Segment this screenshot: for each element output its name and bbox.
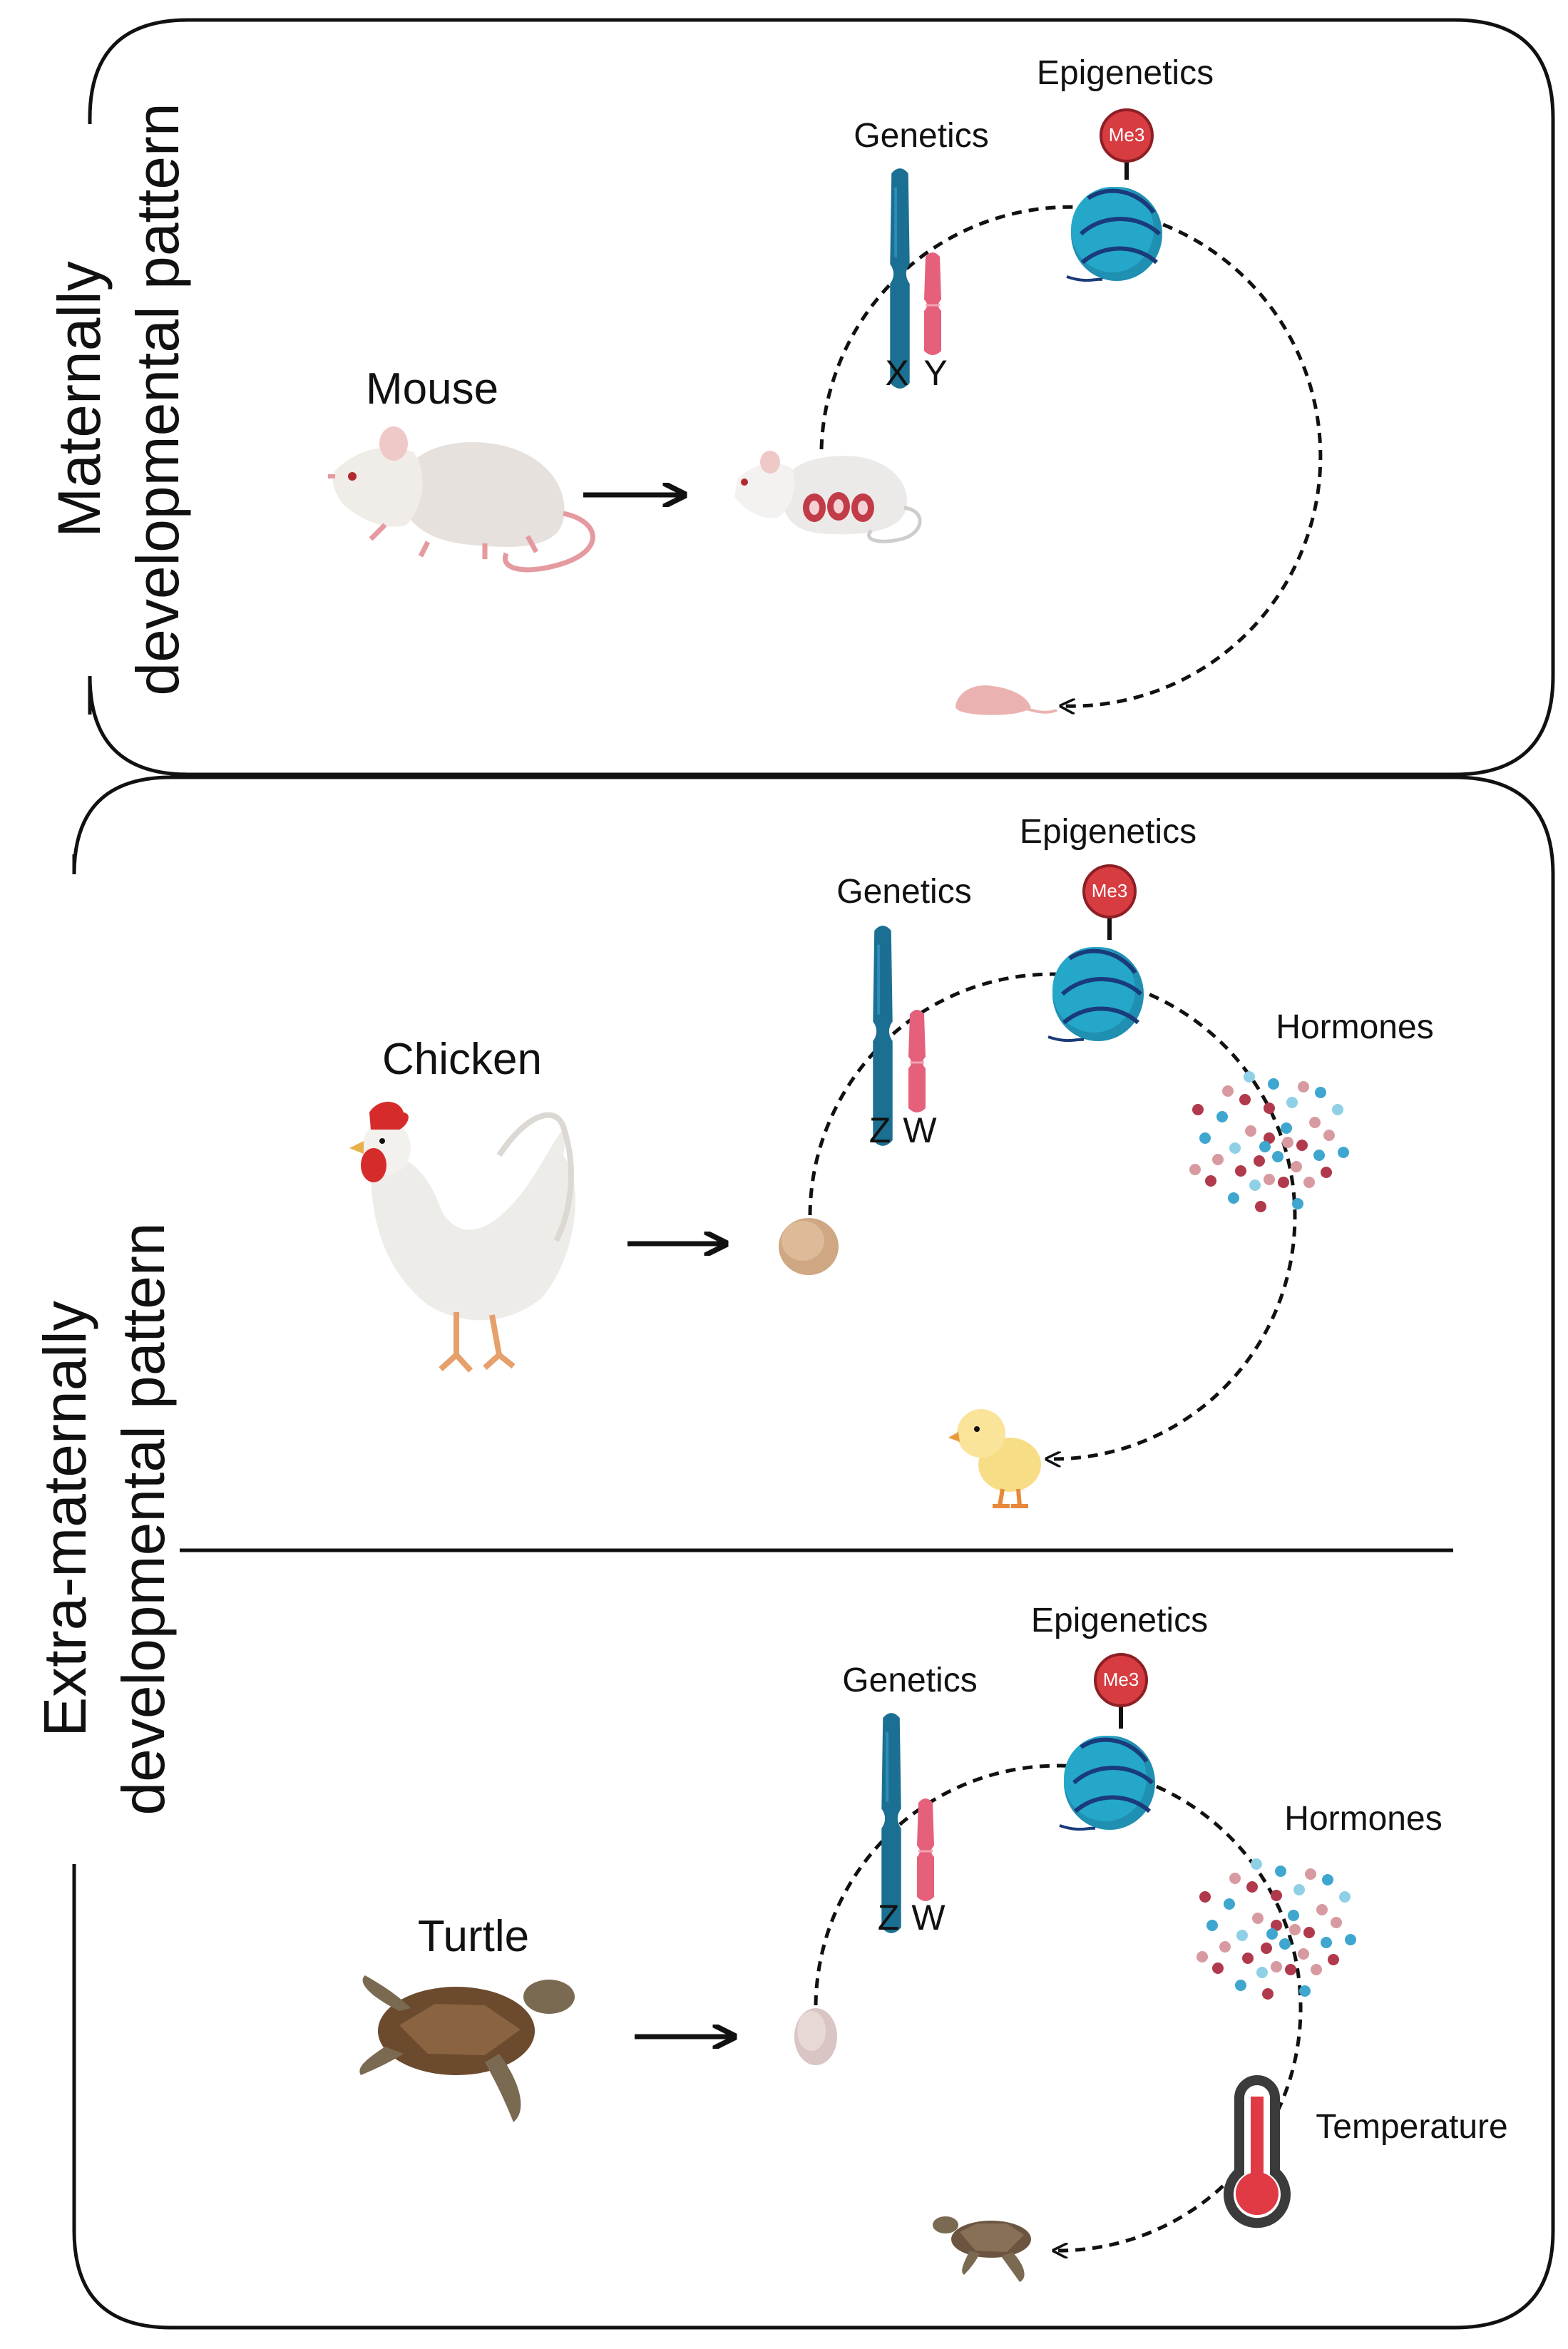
genetics-label-mouse: Genetics (854, 117, 988, 155)
nucleosome-icon (1048, 947, 1144, 1041)
chromosome-label-x: X (885, 353, 908, 393)
methyl-label-mouse: Me3 (1109, 124, 1145, 145)
row-mouse: Mouse Genetics X Y Epigen (328, 54, 1323, 715)
mouse-pup-icon (955, 685, 1057, 715)
methyl-label-chicken: Me3 (1092, 880, 1128, 901)
hormones-label-chicken: Hormones (1276, 1008, 1433, 1046)
nucleosome-icon (1060, 1736, 1155, 1830)
genetics-label-turtle: Genetics (842, 1662, 977, 1699)
hatchling-turtle-icon (933, 2216, 1031, 2282)
chicken-icon (349, 1102, 575, 1373)
epigenetics-label-mouse: Epigenetics (1037, 54, 1214, 92)
animal-label-mouse: Mouse (366, 364, 498, 414)
hormones-icon (1197, 1858, 1356, 2000)
row-turtle: Turtle Genetics Z W Epigenetics Me3 Horm… (359, 1602, 1508, 2282)
cycle-arrow-chicken (808, 972, 1297, 1459)
chicken-egg-icon (779, 1218, 839, 1275)
mouse-icon (328, 426, 595, 573)
pregnant-mouse-icon (734, 451, 922, 543)
hormones-icon (1189, 1071, 1349, 1212)
panel-extra-maternal (72, 775, 1555, 2330)
row-chicken: Chicken Genetics Z W Epigenetics Me3 (349, 813, 1434, 1508)
turtle-icon (359, 1975, 575, 2122)
nucleosome-icon (1067, 187, 1162, 281)
thermometer-icon (1224, 2075, 1291, 2228)
methyl-mark-icon: Me3 (1094, 1653, 1148, 1707)
chromosome-w-icon (907, 1008, 927, 1114)
chromosome-label-z-chicken: Z (869, 1110, 891, 1150)
panel-maternal (88, 18, 1555, 777)
chromosome-w-icon (916, 1797, 936, 1903)
temperature-label: Temperature (1316, 2108, 1507, 2146)
side-label-extra-line2: developmental pattern (110, 1222, 177, 1815)
hormones-label-turtle: Hormones (1284, 1800, 1442, 1838)
turtle-egg-icon (794, 2008, 837, 2065)
side-label-extra-line1: Extra-maternally (31, 1301, 98, 1737)
epigenetics-label-chicken: Epigenetics (1020, 813, 1197, 851)
side-label-maternal-line2: developmental pattern (124, 103, 191, 695)
methyl-label-turtle: Me3 (1103, 1669, 1139, 1690)
genetics-label-chicken: Genetics (836, 873, 971, 911)
methyl-mark-icon: Me3 (1082, 864, 1137, 918)
chromosome-label-w-chicken: W (903, 1110, 937, 1150)
animal-label-chicken: Chicken (382, 1035, 542, 1084)
epigenetics-label-turtle: Epigenetics (1031, 1602, 1208, 1639)
chromosome-y-icon (923, 251, 943, 357)
side-label-extra-maternal: Extra-maternally developmental pattern (31, 1222, 177, 1815)
animal-label-turtle: Turtle (418, 1912, 529, 1961)
side-label-maternal-line1: Maternally (46, 261, 113, 537)
methyl-mark-icon: Me3 (1100, 108, 1154, 163)
chick-icon (948, 1409, 1041, 1508)
cycle-arrow-turtle (814, 1764, 1303, 2251)
side-label-maternal: Maternally developmental pattern (46, 103, 191, 695)
chromosome-label-y: Y (923, 353, 947, 393)
chromosome-label-z-turtle: Z (878, 1898, 900, 1938)
chromosome-label-w-turtle: W (911, 1898, 946, 1938)
